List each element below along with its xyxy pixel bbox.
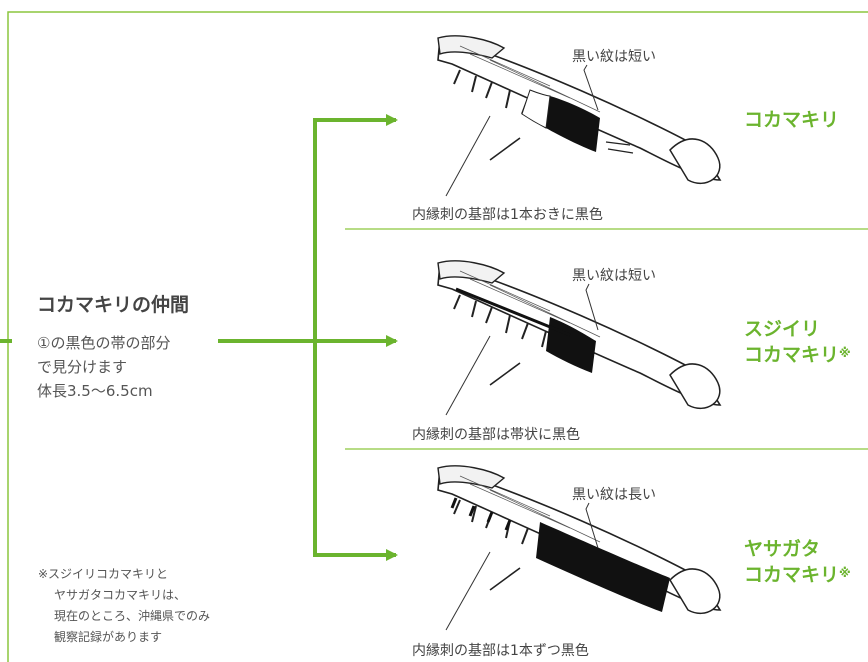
species-1-bottom-label: 内縁刺の基部は1本おきに黒色 [412,207,603,223]
foreleg-illustration-3 [437,464,721,615]
footnote-line1: ※スジイリコカマキリと [38,567,169,581]
species-2-top-label: 黒い紋は短い [572,268,656,284]
foreleg-illustration-2 [437,259,721,410]
species-3-top-label: 黒い紋は長い [572,487,656,503]
footnote: ※スジイリコカマキリと ヤサガタコカマキリは、 現在のところ、沖縄県でのみ 観察… [38,564,210,648]
species-3-mark: ※ [839,566,851,580]
species-1-name: コカマキリ [744,107,839,133]
group-description: ①の黒色の帯の部分 で見分けます 体長3.5〜6.5cm [37,331,170,403]
leader-bottom-1 [445,115,491,197]
species-1-top-label: 黒い紋は短い [572,49,656,65]
frame-border [7,11,868,662]
species-3-name: ヤサガタ コカマキリ※ [744,536,851,588]
leader-top-1 [583,64,599,111]
group-title: コカマキリの仲間 [37,294,190,316]
leader-bottom-3 [445,551,491,631]
species-1-name-line1: コカマキリ [744,109,840,131]
leader-top-3 [585,502,599,549]
species-2-bottom-label: 内縁刺の基部は帯状に黒色 [412,427,580,443]
group-desc-line1: ①の黒色の帯の部分 [37,334,171,352]
species-2-name: スジイリ コカマキリ※ [744,316,851,368]
footnote-line3: 現在のところ、沖縄県でのみ [54,609,211,623]
leader-top-2 [585,283,599,331]
species-3-name-line2: コカマキリ [744,564,840,586]
footnote-line4: 観察記録があります [54,630,163,644]
species-2-mark: ※ [839,346,851,360]
species-2-name-line2: コカマキリ [744,344,840,366]
foreleg-illustration-1 [437,34,721,185]
species-3-bottom-label: 内縁刺の基部は1本ずつ黒色 [412,643,589,659]
group-desc-line2: で見分けます [37,358,128,376]
group-desc-line3: 体長3.5〜6.5cm [37,382,153,400]
leader-bottom-2 [445,335,491,416]
species-3-name-line1: ヤサガタ [744,538,821,560]
footnote-line2: ヤサガタコカマキリは、 [54,588,187,602]
species-2-name-line1: スジイリ [744,318,821,340]
